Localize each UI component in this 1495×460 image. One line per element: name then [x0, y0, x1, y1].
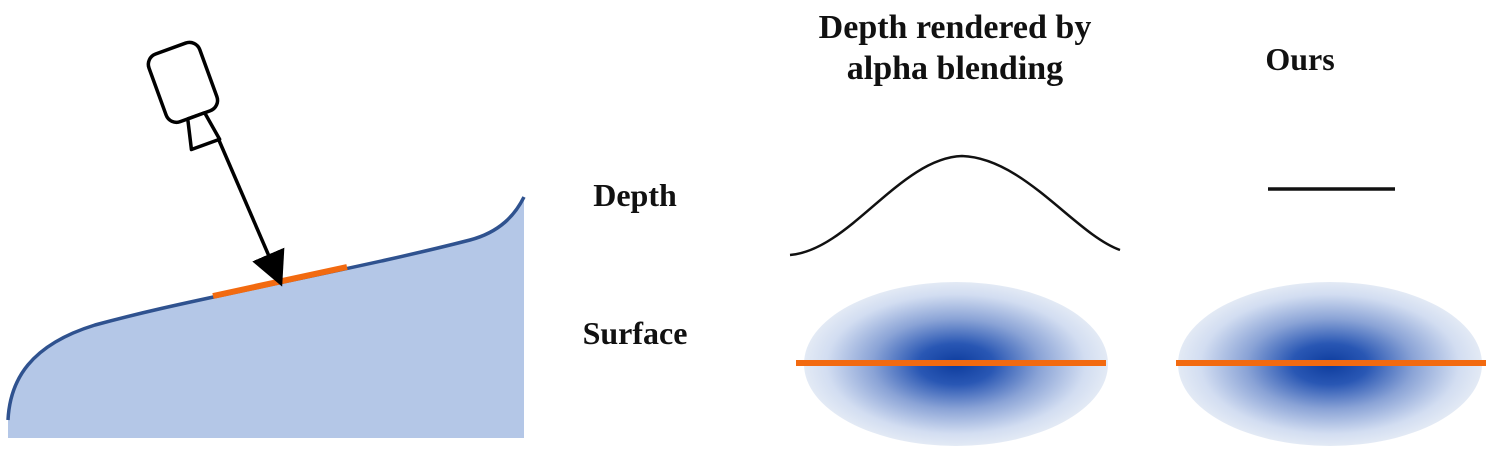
- ray-arrow: [216, 137, 285, 287]
- scene-surface: [6, 196, 526, 438]
- column-title-alpha-line2: alpha blending: [846, 49, 1064, 87]
- column-title-alpha-line1: Depth rendered by: [818, 9, 1092, 46]
- surface-fill: [8, 197, 524, 438]
- surface-gaussian-alpha: [796, 282, 1108, 446]
- camera-icon: [146, 40, 222, 152]
- column-title-alpha-blending: Depth rendered by alpha blending: [770, 8, 1140, 90]
- depth-curve-alpha: [789, 154, 1121, 257]
- column-title-ours: Ours: [1265, 41, 1335, 77]
- row-label-surface: Surface: [582, 315, 688, 351]
- surface-gaussian-ours: [1176, 282, 1486, 446]
- row-label-depth: Depth: [593, 177, 677, 213]
